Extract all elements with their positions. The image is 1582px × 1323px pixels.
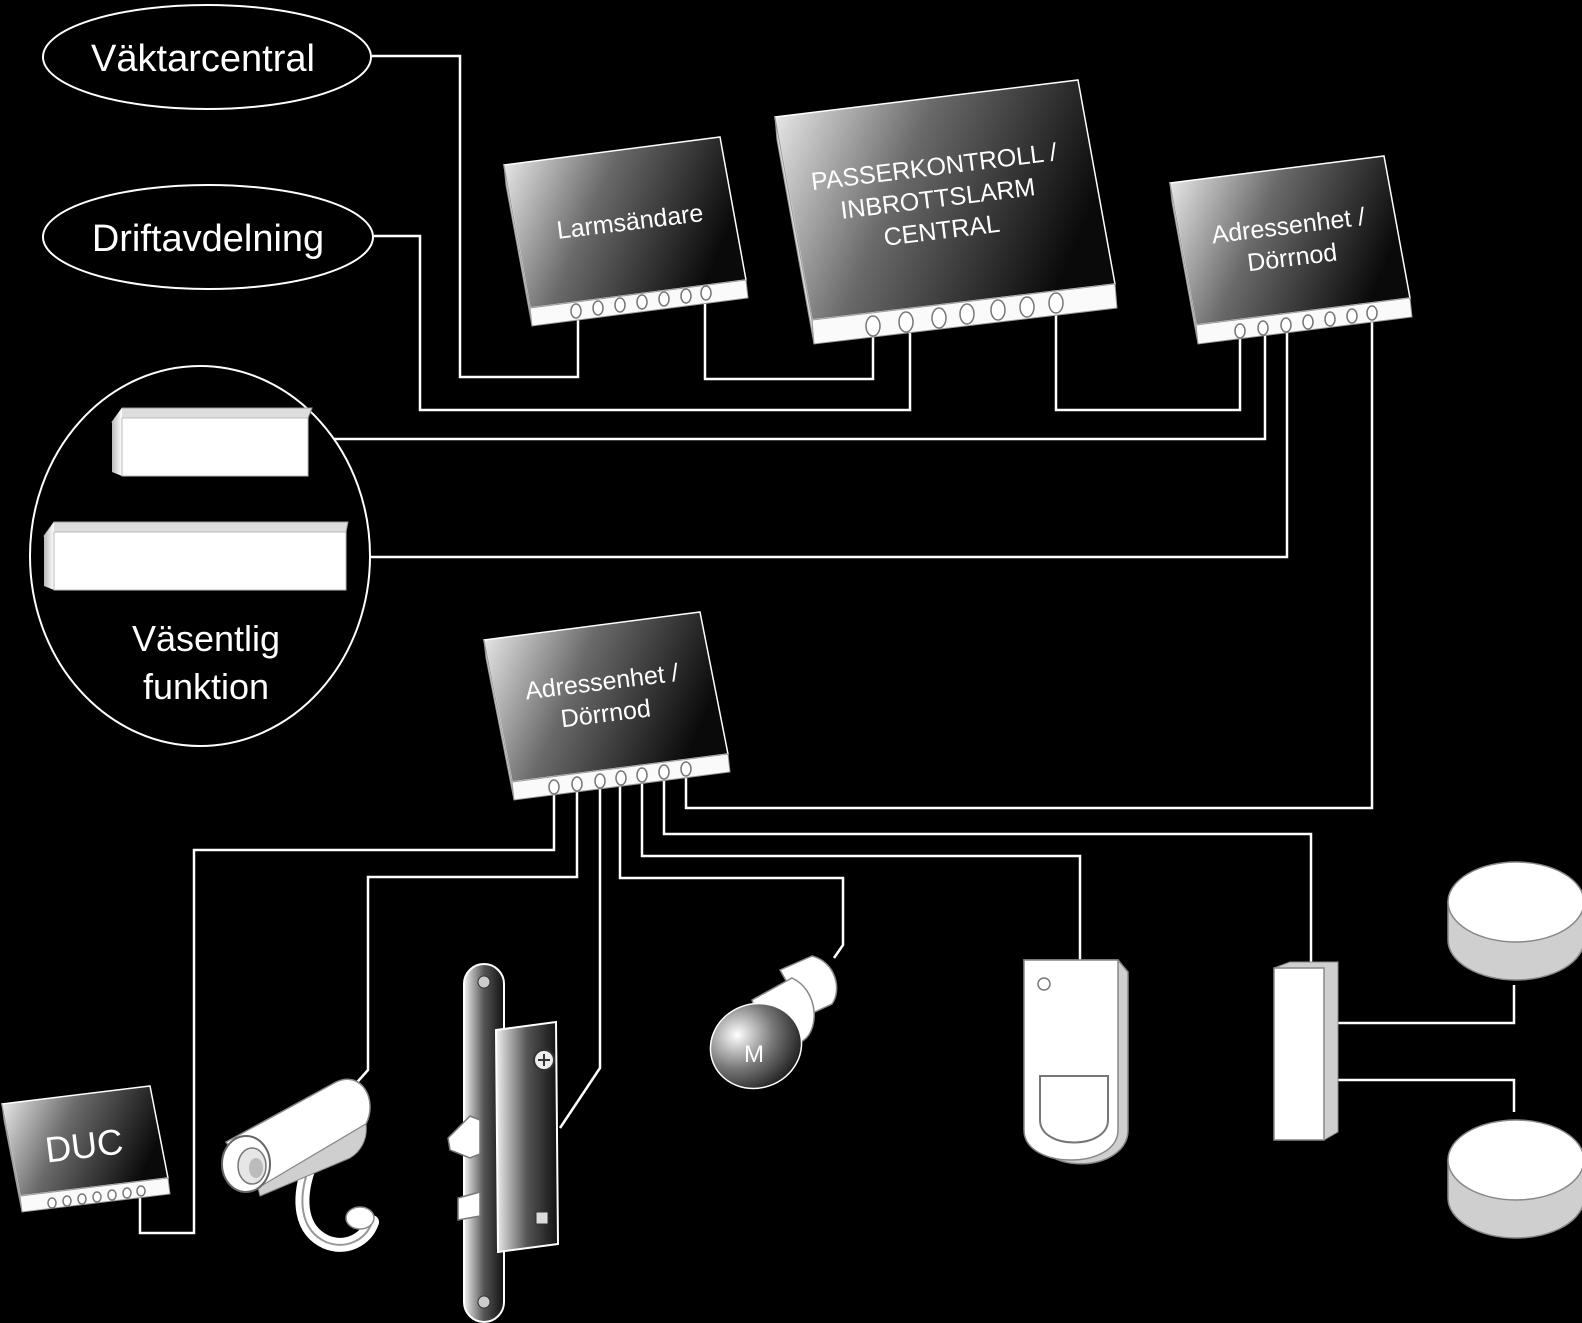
adressenhet-top-box: Adressenhet / Dörrnod [1169, 155, 1413, 345]
door-contact-icon [1273, 961, 1339, 1141]
door-lock-icon [447, 963, 560, 1323]
vaktarcentral-node: Väktarcentral [42, 4, 372, 110]
port-holes [47, 1185, 146, 1209]
port-holes [548, 761, 692, 795]
adressenhet-mid-box: Adressenhet / Dörrnod [483, 611, 731, 801]
motor-label: M [744, 1041, 764, 1068]
wiring [138, 54, 1516, 1235]
camera-icon [221, 1078, 379, 1252]
port-holes [570, 285, 712, 319]
round-sensor-icon [1447, 1119, 1582, 1239]
port-holes [1234, 305, 1378, 339]
passerkontroll-central-box: PASSERKONTROLL / INBROTTSLARM CENTRAL [774, 79, 1118, 345]
driftavdelning-label: Driftavdelning [92, 218, 324, 260]
function-bar-large [43, 521, 349, 591]
port-holes [865, 292, 1064, 337]
push-button-icon: M [709, 955, 838, 1090]
motion-detector-icon [1023, 959, 1129, 1165]
duc-label: DUC [43, 1120, 125, 1170]
vasentlig-funktion-node: Väsentlig funktion [29, 365, 371, 747]
duc-box: DUC [1, 1085, 171, 1213]
driftavdelning-node: Driftavdelning [42, 184, 374, 290]
vaktarcentral-label: Väktarcentral [91, 38, 315, 80]
vasentlig-label-line1: Väsentlig [132, 618, 280, 659]
larmsandare-box: Larmsändare [503, 136, 749, 327]
round-sensor-icon [1447, 861, 1582, 981]
function-bar-small [111, 407, 313, 477]
vasentlig-label-line2: funktion [143, 666, 269, 707]
